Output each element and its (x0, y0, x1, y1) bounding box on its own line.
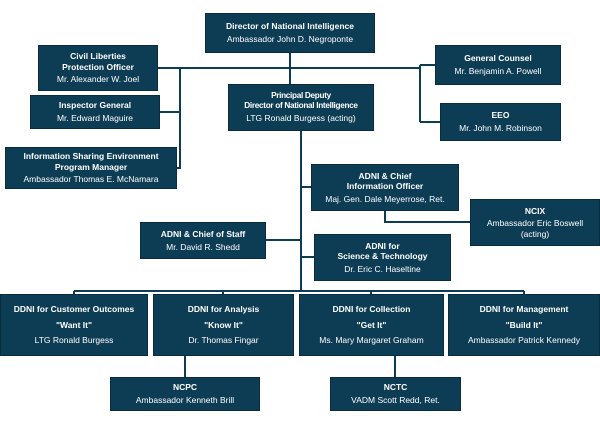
node-title: ADNI for Science & Technology (337, 240, 428, 262)
node-principal-deputy: Principal Deputy Director of National In… (228, 84, 374, 131)
node-person: Maj. Gen. Dale Meyerrose, Ret. (325, 193, 445, 204)
node-general-counsel: General Counsel Mr. Benjamin A. Powell (435, 45, 561, 85)
node-motto: "Build It" (505, 319, 543, 330)
node-person: Mr. John M. Robinson (459, 123, 542, 133)
node-person: Ambassador John D. Negroponte (226, 34, 354, 44)
node-adni-cio: ADNI & Chief Information Officer Maj. Ge… (311, 164, 459, 211)
node-person: Dr. Thomas Fingar (188, 335, 259, 346)
node-title: DDNI for Analysis (187, 304, 260, 315)
node-person: Mr. Benjamin A. Powell (454, 66, 542, 76)
node-person: Mr. David R. Shedd (166, 241, 240, 252)
node-person: VADM Scott Redd, Ret. (351, 395, 440, 405)
node-motto: "Get It" (356, 319, 387, 330)
node-title: Information Sharing Environment Program … (23, 151, 159, 172)
node-motto: "Know It" (204, 319, 243, 330)
node-title: Inspector General (58, 100, 132, 111)
node-title: ADNI & Chief Information Officer (346, 170, 424, 192)
node-ise-program-manager: Information Sharing Environment Program … (5, 147, 177, 189)
node-dni: Director of National Intelligence Ambass… (205, 13, 375, 53)
node-person: LTG Ronald Burgess (acting) (246, 113, 356, 124)
node-title: Principal Deputy Director of National In… (244, 90, 358, 111)
node-inspector-general: Inspector General Mr. Edward Maguire (30, 95, 160, 129)
node-ddni-analysis: DDNI for Analysis "Know It" Dr. Thomas F… (153, 294, 294, 356)
node-title: DDNI for Customer Outcomes (13, 304, 135, 315)
node-title: DDNI for Management (479, 304, 569, 315)
node-title: EEO (491, 110, 510, 121)
node-ddni-customer-outcomes: DDNI for Customer Outcomes "Want It" LTG… (0, 294, 148, 356)
node-eeo: EEO Mr. John M. Robinson (440, 103, 561, 141)
node-chief-of-staff: ADNI & Chief of Staff Mr. David R. Shedd (140, 222, 266, 259)
node-ddni-collection: DDNI for Collection "Get It" Ms. Mary Ma… (299, 294, 444, 356)
node-person: Ambassador Patrick Kennedy (468, 335, 580, 346)
node-title: DDNI for Collection (332, 304, 411, 315)
node-title: NCTC (383, 382, 408, 393)
node-person: Mr. Edward Maguire (56, 113, 134, 123)
node-ncix: NCIX Ambassador Eric Boswell (acting) (470, 199, 600, 246)
node-title: Civil Liberties Protection Officer (62, 51, 134, 72)
node-person: Ambassador Thomas E. McNamara (23, 174, 159, 185)
node-person: Ambassador Eric Boswell (acting) (486, 218, 584, 239)
node-person: Ambassador Kenneth Brill (135, 395, 235, 405)
node-person: LTG Ronald Burgess (34, 335, 114, 346)
node-person: Ms. Mary Margaret Graham (319, 335, 424, 346)
node-motto: "Want It" (55, 319, 93, 330)
node-ncpc: NCPC Ambassador Kenneth Brill (110, 377, 260, 411)
node-nctc: NCTC VADM Scott Redd, Ret. (330, 377, 461, 411)
node-title: NCIX (524, 205, 546, 216)
node-title: NCPC (172, 382, 198, 393)
node-person: Mr. Alexander W. Joel (56, 74, 140, 85)
node-ddni-management: DDNI for Management "Build It" Ambassado… (448, 294, 600, 356)
node-adni-science-tech: ADNI for Science & Technology Dr. Eric C… (314, 234, 451, 281)
node-person: Dr. Eric C. Haseltine (344, 263, 421, 274)
node-title: ADNI & Chief of Staff (160, 228, 246, 239)
node-title: Director of National Intelligence (226, 21, 354, 32)
node-title: General Counsel (464, 53, 532, 64)
node-civil-liberties: Civil Liberties Protection Officer Mr. A… (38, 45, 158, 91)
